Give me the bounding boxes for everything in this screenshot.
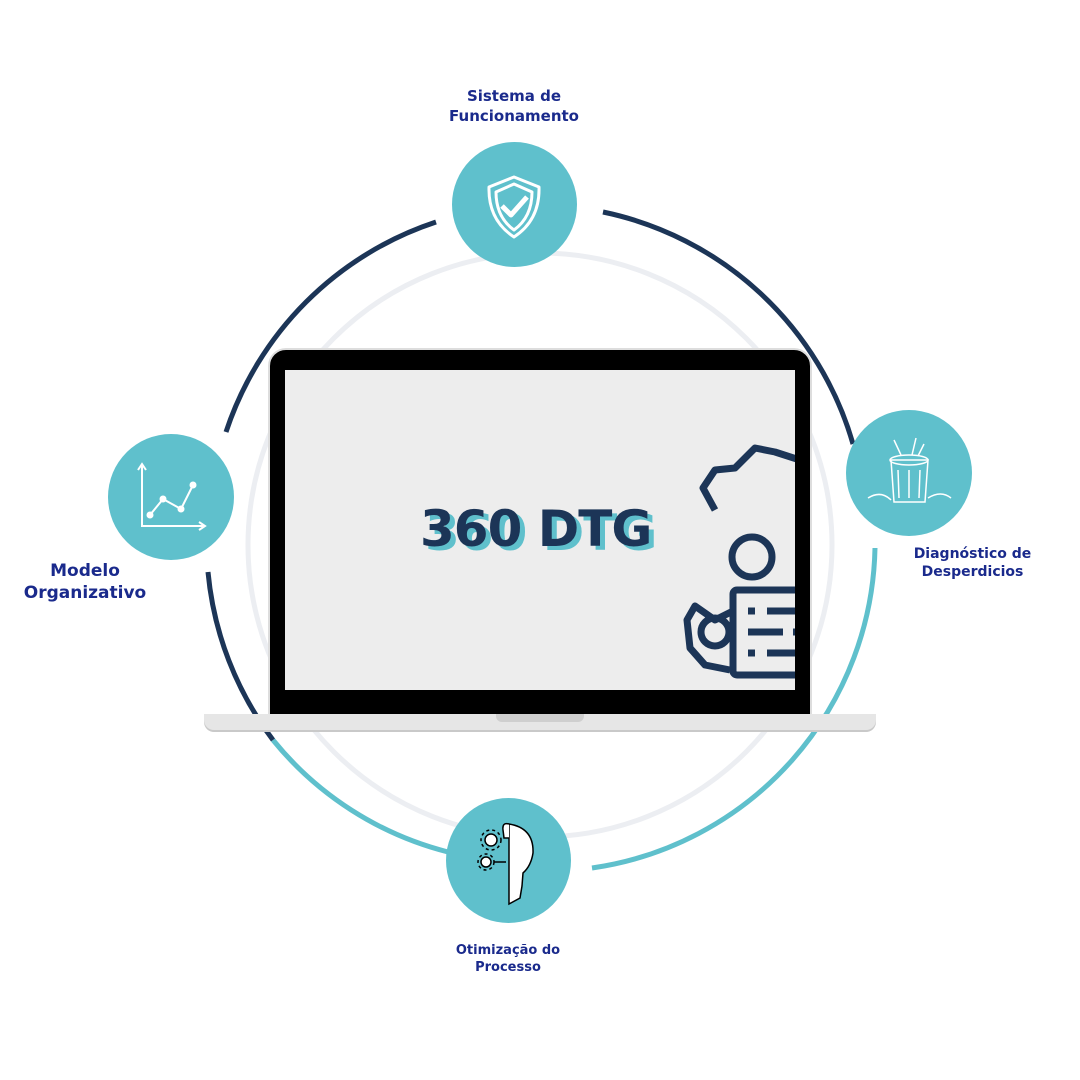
label-line: Organizativo <box>23 583 147 604</box>
label-line: Modelo <box>50 561 120 581</box>
label-line: Funcionamento <box>449 106 579 125</box>
label-sistema-funcionamento: Sistema de Funcionamento <box>414 87 614 126</box>
laptop-screen <box>285 370 795 690</box>
laptop-base <box>204 714 876 730</box>
laptop-notch <box>496 714 584 722</box>
line-chart-icon <box>137 462 207 531</box>
trash-bin-icon <box>867 437 952 503</box>
label-line: Sistema de <box>466 87 562 105</box>
label-line: Otimização do <box>455 943 561 958</box>
shield-check-icon <box>487 175 541 239</box>
label-modelo-organizativo: Modelo Organizativo <box>10 560 160 604</box>
main-title: 360 DTG <box>420 500 652 558</box>
arc-top-left <box>223 219 437 433</box>
label-line: Processo <box>475 959 541 975</box>
lightbulb-gears-icon <box>477 822 534 906</box>
label-otimizacao-processo: Otimização do Processo <box>428 943 588 977</box>
node-modelo-organizativo[interactable] <box>108 434 234 560</box>
gears-document-icon <box>683 444 795 679</box>
arc-bottom-right <box>591 547 878 871</box>
label-line: Diagnóstico de <box>913 546 1032 562</box>
label-line: Desperdicios <box>921 564 1024 581</box>
arc-top-right <box>602 209 856 445</box>
node-diagnostico-desperdicios[interactable] <box>846 410 972 536</box>
node-sistema-funcionamento[interactable] <box>452 142 577 267</box>
arc-bottom-left <box>271 738 449 855</box>
node-otimizacao-processo[interactable] <box>446 798 571 923</box>
label-diagnostico-desperdicios: Diagnóstico de Desperdicios <box>895 545 1050 581</box>
